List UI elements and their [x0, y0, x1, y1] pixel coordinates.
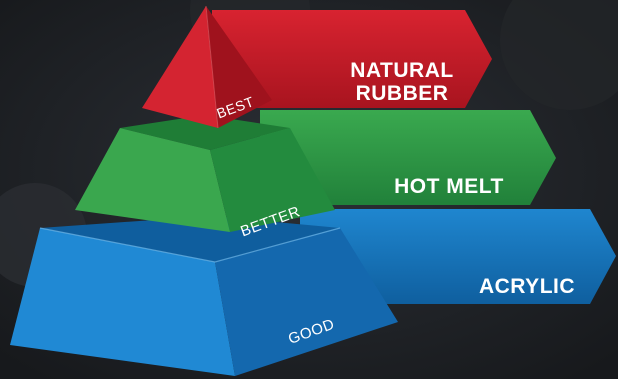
arrow-better	[260, 110, 556, 205]
label-natural-rubber-line1: NATURAL	[350, 59, 453, 82]
tier-best-edge	[205, 5, 219, 129]
label-acrylic: ACRYLIC	[479, 275, 575, 298]
label-natural-rubber-line2: RUBBER	[356, 82, 449, 105]
tier-better-right-face	[210, 128, 335, 232]
tier-good-edge	[39, 227, 341, 263]
tier-best-left-face	[142, 6, 218, 128]
tier-best-right-face	[206, 6, 272, 128]
label-hot-melt: HOT MELT	[394, 175, 504, 198]
arrow-good	[300, 209, 616, 304]
tier-good-top	[40, 216, 340, 262]
arrow-best	[212, 10, 492, 108]
tier-good-right-face	[215, 228, 398, 376]
tier-good-left-face	[10, 228, 235, 376]
tier-better-left-face	[75, 128, 230, 232]
background-circle	[500, 0, 618, 110]
tier-better-top	[120, 115, 290, 150]
